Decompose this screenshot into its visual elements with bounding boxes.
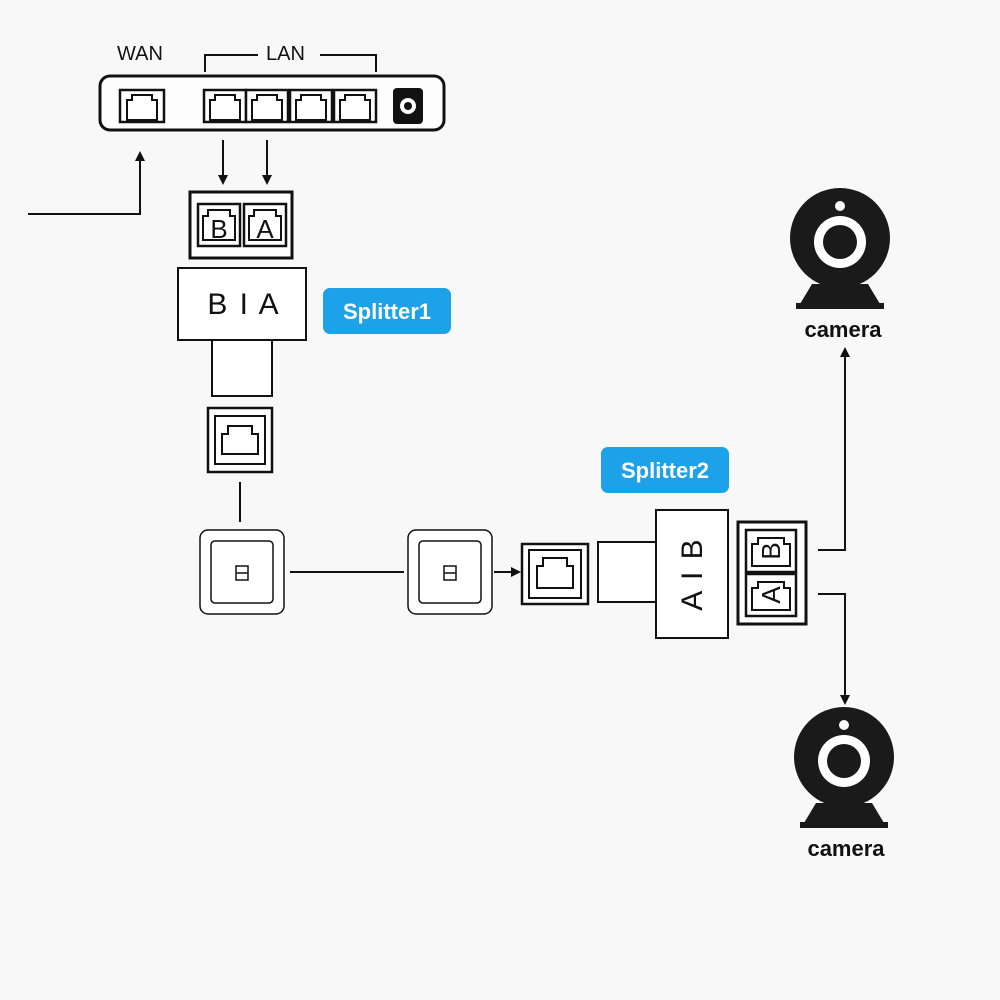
splitter1-badge: Splitter1 xyxy=(323,288,451,334)
cable-to-camera-1 xyxy=(818,347,850,551)
splitter1: B A B I A xyxy=(177,190,307,397)
lan-port-2 xyxy=(244,88,290,124)
power-jack-icon xyxy=(393,88,423,124)
splitter1-body xyxy=(177,267,307,341)
router: WAN LAN xyxy=(98,43,446,132)
splitter2-badge: Splitter2 xyxy=(601,447,729,493)
splitter1-badge-text: Splitter1 xyxy=(343,299,431,324)
camera-icon xyxy=(794,707,894,828)
splitter2-plug xyxy=(597,541,657,603)
lan-port-4 xyxy=(332,88,378,124)
wan-cable-arrow xyxy=(28,151,145,215)
splitter1-port-b-label: B xyxy=(210,214,227,244)
splitter1-body-text: B I A xyxy=(207,288,280,321)
wan-label: WAN xyxy=(117,43,163,65)
cable-to-camera-2 xyxy=(818,593,850,705)
camera-2-label: camera xyxy=(807,836,885,861)
splitter2-badge-text: Splitter2 xyxy=(621,458,709,483)
camera-1-label: camera xyxy=(804,317,882,342)
splitter2: A I B B A xyxy=(597,509,808,639)
splitter1-plug xyxy=(211,339,273,397)
splitter2-port-a-label: A xyxy=(756,586,786,604)
lan-port-1 xyxy=(202,88,248,124)
splitter2-port-b-label: B xyxy=(756,542,786,559)
splitter2-body xyxy=(655,509,729,639)
cable-connector-2 xyxy=(520,542,590,606)
splitter1-port-a-label: A xyxy=(256,214,274,244)
cable-connector-1 xyxy=(206,406,274,474)
camera-icon xyxy=(790,188,890,309)
wall-plate-1 xyxy=(199,529,285,615)
wall-plate-2 xyxy=(407,529,493,615)
wan-port xyxy=(118,88,166,124)
lan-label: LAN xyxy=(266,43,305,65)
lan-bracket xyxy=(204,54,377,72)
lan-port-3 xyxy=(288,88,334,124)
splitter2-body-text: A I B xyxy=(676,537,709,610)
